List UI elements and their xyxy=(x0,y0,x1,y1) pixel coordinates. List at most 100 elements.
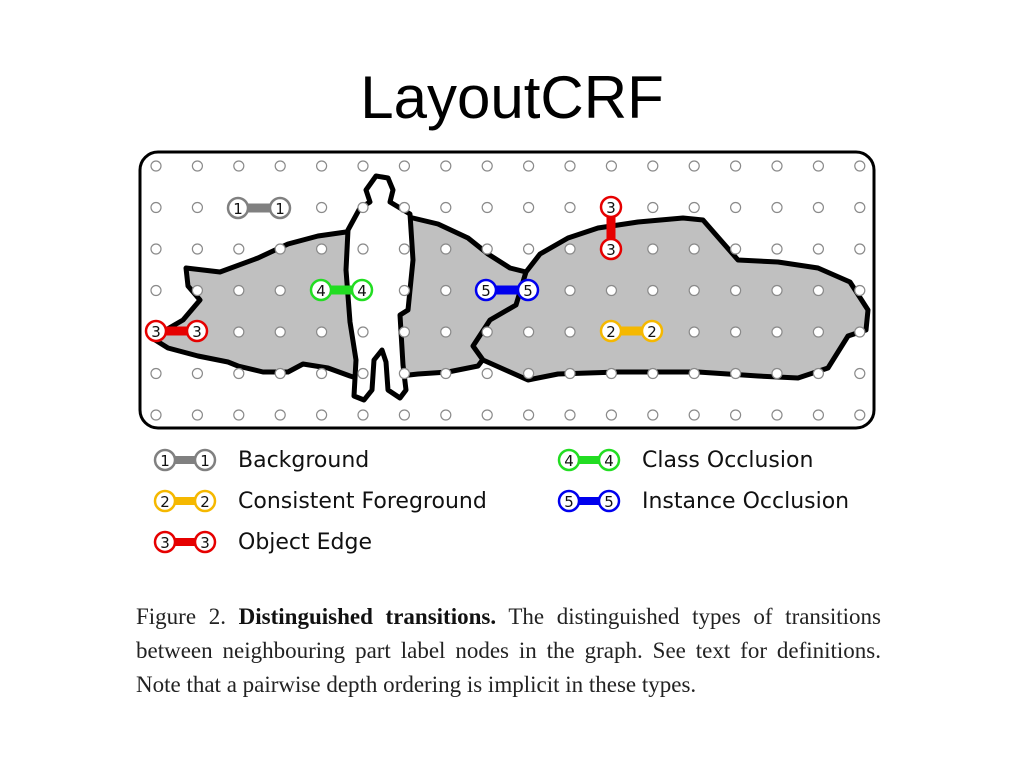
grid-node xyxy=(564,409,576,421)
grid-node xyxy=(812,326,825,338)
grid-node xyxy=(729,284,742,297)
grid-node xyxy=(316,201,328,214)
grid-node xyxy=(854,326,866,338)
pair-node-label: 2 xyxy=(606,323,616,341)
grid-node xyxy=(191,160,204,172)
grid-node xyxy=(440,243,452,255)
svg-text:1: 1 xyxy=(160,452,170,470)
grid-node xyxy=(398,243,410,255)
grid-node xyxy=(688,284,700,297)
figure-caption: Figure 2. Distinguished transitions. The… xyxy=(136,600,881,702)
pair-node xyxy=(599,319,623,343)
grid-node xyxy=(440,367,452,380)
slide-title: LayoutCRF xyxy=(360,64,664,131)
grid-node xyxy=(233,326,245,338)
pair-node-label: 2 xyxy=(647,323,657,341)
grid-node xyxy=(729,243,742,255)
grid-node xyxy=(771,284,783,297)
grid-node xyxy=(771,201,783,214)
pair-node-label: 3 xyxy=(192,323,202,341)
grid-node xyxy=(812,409,825,421)
grid-node xyxy=(688,160,700,172)
grid-node xyxy=(150,243,162,255)
grid-node xyxy=(647,367,659,380)
grid-node xyxy=(854,201,866,214)
grid-nodes xyxy=(150,160,866,421)
grid-node xyxy=(688,409,700,421)
grid-node xyxy=(729,367,742,380)
grid-node xyxy=(523,160,535,172)
pair-node xyxy=(226,196,250,220)
grid-node xyxy=(729,409,742,421)
grid-node xyxy=(481,326,493,338)
caption-bold: Distinguished transitions. xyxy=(238,604,497,629)
grid-node xyxy=(647,284,659,297)
grid-node xyxy=(771,409,783,421)
grid-node xyxy=(150,160,162,172)
grid-node xyxy=(688,367,700,380)
svg-text:5: 5 xyxy=(564,493,574,511)
svg-text:3: 3 xyxy=(160,534,170,552)
grid-node xyxy=(398,201,410,214)
grid-node xyxy=(233,367,245,380)
grid-node xyxy=(812,284,825,297)
grid-node xyxy=(688,201,700,214)
svg-text:2: 2 xyxy=(200,493,210,511)
grid-node xyxy=(564,243,576,255)
grid-node xyxy=(316,326,328,338)
grid-node xyxy=(316,243,328,255)
grid-node xyxy=(729,160,742,172)
grid-node xyxy=(481,160,493,172)
grid-node xyxy=(854,284,866,297)
object-edge-vertical-pair: 33 xyxy=(599,195,623,261)
pair-node-label: 4 xyxy=(357,282,367,300)
grid-node xyxy=(688,326,700,338)
grid-node xyxy=(647,409,659,421)
grid-node xyxy=(357,326,369,338)
grid-node xyxy=(854,243,866,255)
svg-text:4: 4 xyxy=(564,452,574,470)
pair-node-label: 5 xyxy=(481,282,491,300)
grid-node xyxy=(481,409,493,421)
grid-node xyxy=(233,284,245,297)
grid-node xyxy=(564,160,576,172)
legend-label: Class Occlusion xyxy=(642,447,814,473)
grid-node xyxy=(481,201,493,214)
grid-node xyxy=(564,367,576,380)
grid-node xyxy=(523,201,535,214)
grid-node xyxy=(771,367,783,380)
grid-node xyxy=(274,409,286,421)
svg-text:5: 5 xyxy=(604,493,614,511)
grid-node xyxy=(771,160,783,172)
grid-node xyxy=(523,367,535,380)
grid-node xyxy=(481,367,493,380)
pair-node-label: 1 xyxy=(233,200,243,218)
pair-node xyxy=(516,278,540,302)
pair-node-label: 3 xyxy=(151,323,161,341)
grid-node xyxy=(357,160,369,172)
pair-node-label: 3 xyxy=(606,241,616,259)
grid-node xyxy=(191,284,204,297)
grid-node xyxy=(398,409,410,421)
pair-node xyxy=(309,278,333,302)
grid-node xyxy=(150,409,162,421)
grid-node xyxy=(729,201,742,214)
svg-text:3: 3 xyxy=(200,534,210,552)
grid-node xyxy=(274,326,286,338)
legend-label: Instance Occlusion xyxy=(642,488,850,514)
grid-node xyxy=(191,201,204,214)
grid-node xyxy=(854,160,866,172)
grid-node xyxy=(440,409,452,421)
grid-node xyxy=(357,367,369,380)
grid-node xyxy=(316,367,328,380)
